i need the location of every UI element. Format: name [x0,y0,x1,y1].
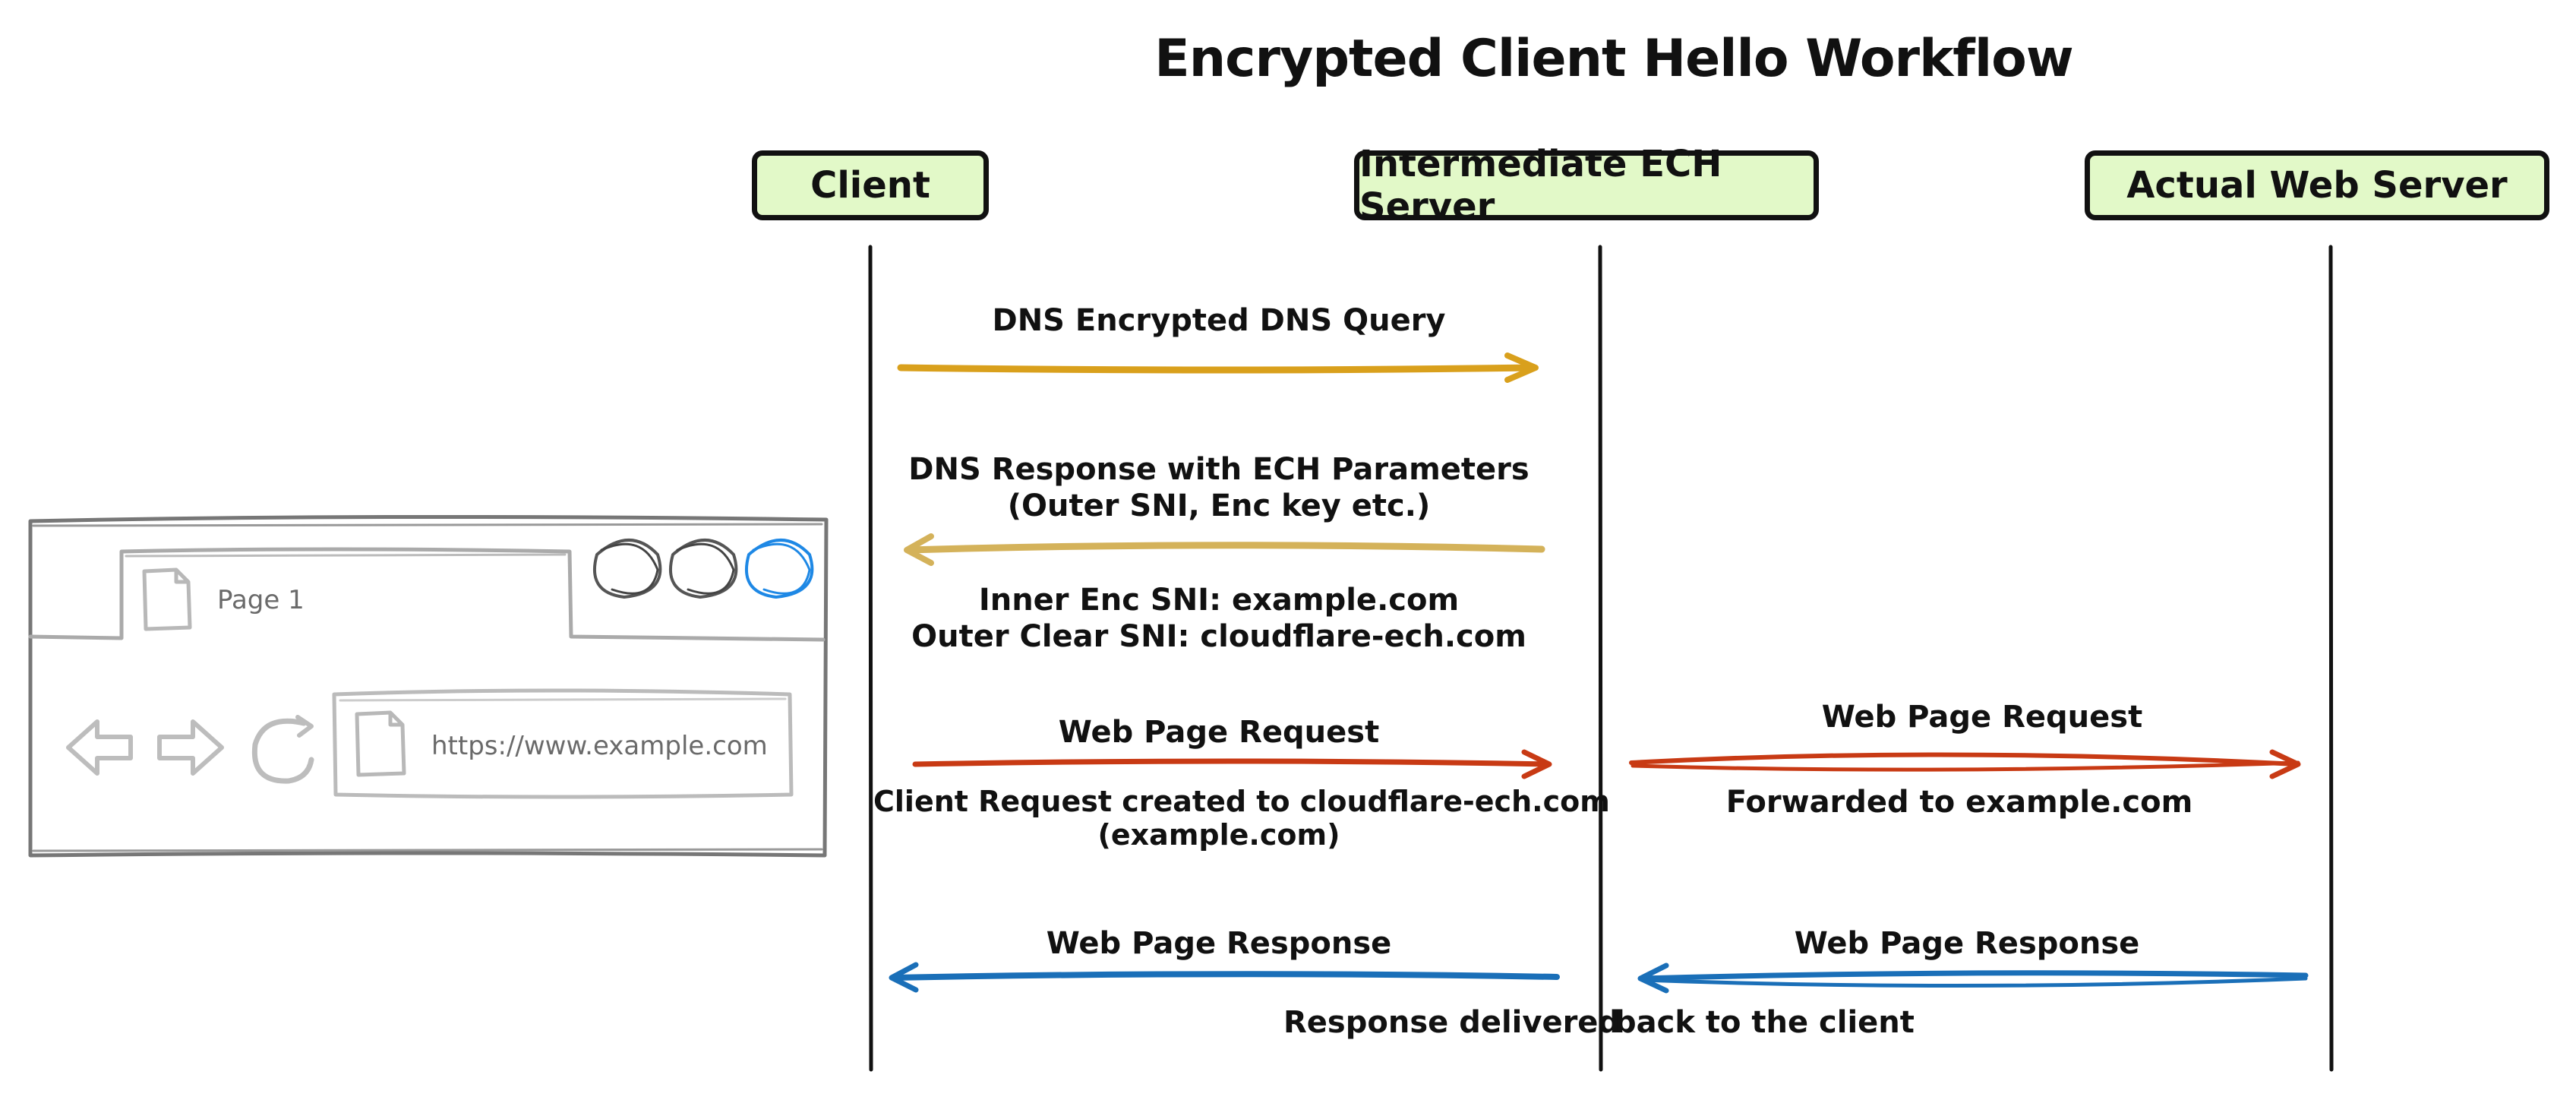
lifeline-intermediate [1598,245,1603,1072]
arrow-response-server [1637,962,2309,994]
actor-actual-web-server: Actual Web Server [2085,150,2549,220]
arrow-response-client [889,962,1560,993]
arrow-dns-response [904,533,1545,566]
address-page-icon [355,710,406,777]
note-request-client-line1: Client Request created to cloudflare-ech… [873,785,1610,818]
label-dns-response-line1: DNS Response with ECH Parameters [908,452,1530,487]
actor-web-server-label: Actual Web Server [2126,164,2508,207]
note-outer-sni: Outer Clear SNI: cloudflare-ech.com [911,619,1526,654]
note-response-back-to-client: back to the client [1615,1005,1915,1040]
label-dns-query: DNS Encrypted DNS Query [992,303,1446,338]
browser-url-text: https://www.example.com [431,731,768,761]
actor-intermediate-label: Intermediate ECH Server [1359,143,1722,228]
browser-tab-strip [28,547,826,642]
actor-intermediate-ech-server: Intermediate ECH Server [1354,143,1819,228]
reload-icon [251,718,314,784]
arrow-request-client [912,749,1552,779]
window-control-icon-3 [744,539,814,599]
arrow-request-forward [1629,749,2301,779]
label-request-client: Web Page Request [1058,715,1380,750]
label-dns-response-line2: (Outer SNI, Enc key etc.) [1007,488,1431,523]
note-request-forward: Forwarded to example.com [1725,785,2193,820]
browser-window-frame [28,514,829,858]
actor-client-label: Client [810,164,930,207]
note-inner-sni: Inner Enc SNI: example.com [978,583,1460,618]
label-response-server: Web Page Response [1794,926,2140,961]
actor-client: Client [752,150,989,220]
browser-tab-label: Page 1 [217,585,305,615]
lifeline-client [868,245,873,1072]
diagram-title: Encrypted Client Hello Workflow [1154,29,2073,89]
arrow-dns-query [897,352,1539,383]
tab-page-icon [142,567,192,631]
address-bar [332,688,794,799]
back-arrow-icon [66,719,133,776]
label-request-forward: Web Page Request [1821,700,2143,735]
window-controls [592,539,814,599]
window-control-icon-1 [592,539,662,599]
label-response-client: Web Page Response [1046,926,1392,961]
note-response-delivered: Response delivered [1283,1005,1621,1040]
note-request-client-line2: (example.com) [1097,818,1340,852]
forward-arrow-icon [157,719,224,776]
window-control-icon-2 [668,539,738,599]
browser-sketch [28,514,829,858]
